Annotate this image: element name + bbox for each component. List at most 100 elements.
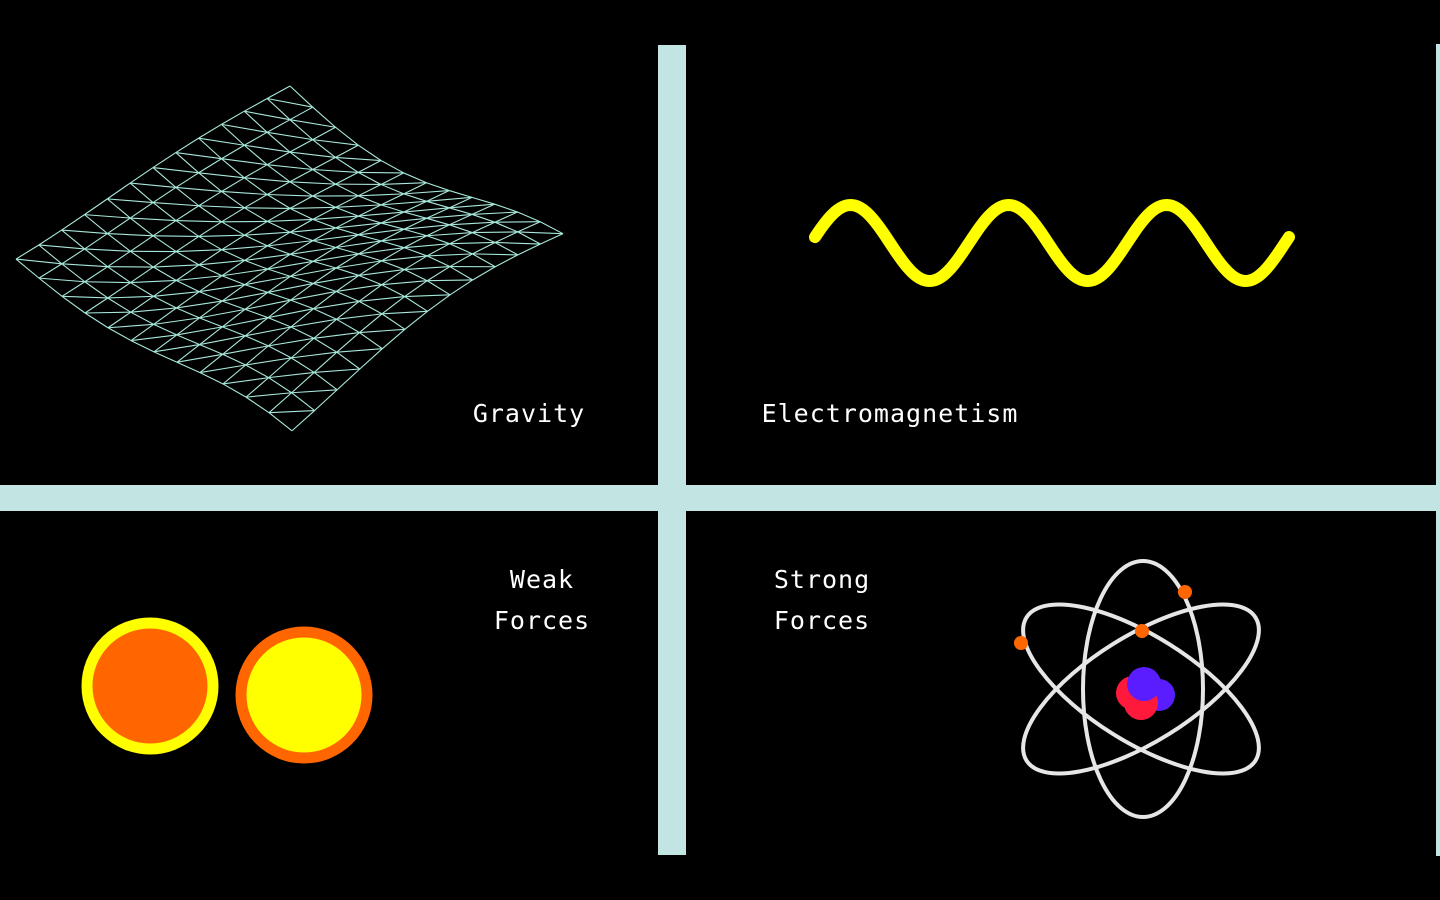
mesh-edge [335, 156, 359, 173]
mesh-edge [380, 193, 405, 206]
mesh-edge [221, 259, 245, 277]
mesh-edge [358, 211, 404, 217]
mesh-edge [313, 318, 337, 339]
mesh-edge [198, 158, 222, 174]
mesh-edge [61, 263, 86, 283]
mesh-edge [358, 193, 404, 197]
mesh-edge [312, 206, 336, 220]
mesh-edge [403, 193, 427, 202]
mesh-edge [199, 335, 246, 346]
mesh-edge [426, 232, 473, 237]
mesh-edge [84, 266, 108, 283]
mesh-edge [153, 323, 177, 336]
mesh-edge [358, 260, 382, 276]
mesh-edge [107, 182, 131, 200]
mesh-edge [107, 297, 132, 313]
mesh-edge [404, 255, 428, 271]
mesh-edge [472, 232, 496, 243]
mesh-edge [336, 318, 360, 334]
mesh-edge [106, 198, 131, 219]
mesh-edge [15, 244, 40, 260]
mesh-edge [198, 259, 245, 266]
mesh-edge [381, 222, 405, 230]
mesh-edge [267, 282, 314, 293]
mesh-edge [199, 300, 223, 319]
mesh-edge [245, 396, 270, 414]
mesh-edge [313, 371, 338, 391]
orbit-vertical [1081, 559, 1205, 819]
mesh-edge [426, 253, 473, 257]
mesh-edge [426, 200, 450, 209]
mesh-edge [290, 357, 315, 373]
mesh-edge [313, 282, 337, 292]
mesh-edge [289, 151, 314, 170]
mesh-edge [176, 317, 200, 336]
particle-left [81, 617, 219, 755]
mesh-edge [198, 191, 222, 207]
mesh-edge [176, 291, 200, 309]
mesh-edge [449, 190, 473, 198]
mesh-edge [289, 207, 314, 220]
mesh-edge [130, 250, 154, 268]
mesh-edge [335, 144, 359, 158]
mesh-edge [267, 317, 292, 328]
gravity-label: Gravity [472, 399, 586, 428]
mesh-edge [38, 244, 85, 250]
mesh-edge [312, 139, 359, 146]
mesh-edge [107, 198, 154, 204]
mesh-edge [198, 205, 222, 223]
mesh-edge [268, 409, 315, 414]
mesh-edge [404, 266, 450, 271]
mesh-edge [38, 229, 62, 246]
mesh-edge [221, 249, 245, 261]
mesh-edge [245, 377, 269, 398]
mesh-edge [336, 300, 360, 320]
mesh-edge [130, 323, 155, 342]
mesh-edge [130, 282, 154, 297]
mesh-edge [313, 300, 360, 310]
mesh-edge [221, 221, 245, 236]
mesh-edge [266, 194, 291, 209]
mesh-edge [449, 221, 495, 226]
mesh-edge [130, 182, 176, 188]
mesh-edge [358, 247, 405, 255]
mesh-edge [221, 158, 245, 179]
mesh-edge [175, 205, 200, 222]
mesh-edge [335, 267, 360, 276]
mesh-edge [107, 217, 131, 235]
mesh-edge [471, 203, 495, 215]
mesh-edge [245, 392, 292, 398]
mesh-edge [472, 221, 496, 234]
mesh-edge [358, 284, 383, 302]
electromagnetism-label: Electromagnetism [761, 399, 1019, 428]
strong-label-line1: Strong [773, 565, 871, 594]
electron [1014, 636, 1028, 650]
mesh-edge [312, 169, 336, 185]
mesh-edge [358, 240, 382, 255]
mesh-edge [266, 131, 291, 153]
mesh-edge [221, 284, 246, 302]
mesh-edge [335, 206, 359, 217]
mesh-edge [404, 280, 428, 297]
mesh-edge [61, 295, 86, 314]
mesh-edge [291, 410, 315, 432]
mesh-edge [38, 277, 85, 283]
mesh-edge [84, 233, 108, 250]
orbit-right-tilt [1021, 602, 1261, 776]
mesh-edge [291, 392, 315, 411]
mesh-edge [381, 296, 405, 315]
mesh-edge [289, 218, 314, 233]
mesh-edge [175, 172, 199, 188]
mesh-edge [380, 172, 404, 185]
mesh-edge [198, 137, 245, 146]
mesh-edge [107, 295, 154, 299]
horizontal-divider [0, 485, 1440, 511]
mesh-edge [266, 151, 291, 166]
mesh-edge [244, 234, 268, 247]
mesh-edge [153, 334, 178, 353]
mesh-edge [312, 260, 337, 269]
mesh-edge [221, 177, 245, 192]
mesh-edge [403, 247, 428, 257]
mesh-edge [84, 214, 108, 235]
mesh-edge [222, 335, 246, 355]
